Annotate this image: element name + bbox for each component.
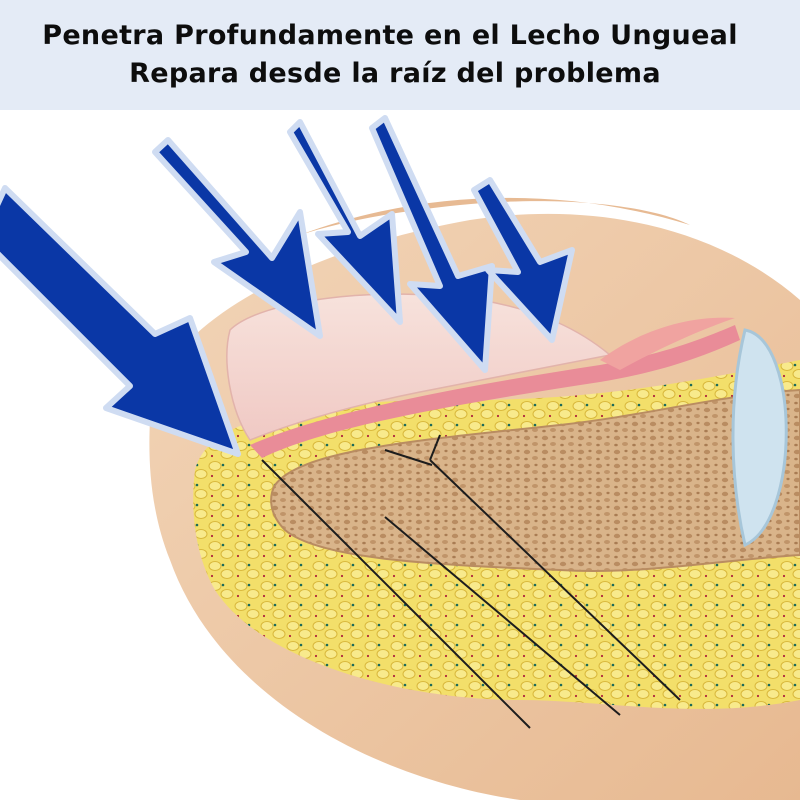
arrow-icon	[0, 185, 241, 457]
header-title: Penetra Profundamente en el Lecho Unguea…	[42, 20, 738, 51]
bone	[270, 388, 800, 572]
cuticle-fold	[600, 317, 735, 370]
leader-line	[429, 459, 681, 701]
penetration-arrows	[0, 115, 575, 457]
leader-lines	[261, 434, 681, 729]
arrow-icon	[287, 119, 403, 325]
arrow-icon	[152, 137, 323, 339]
finger-tip-cross-section-illustration	[0, 115, 800, 800]
leader-line	[261, 459, 531, 729]
header-banner: Penetra Profundamente en el Lecho Unguea…	[0, 0, 800, 110]
header-subtitle: Repara desde la raíz del problema	[129, 58, 661, 89]
joint-capsule	[731, 328, 788, 548]
leader-line	[384, 449, 433, 466]
arrow-icon	[471, 177, 575, 343]
nail-bed	[250, 325, 740, 458]
leader-line	[384, 516, 621, 716]
arrow-icon	[369, 115, 495, 373]
leader-line	[429, 434, 441, 461]
